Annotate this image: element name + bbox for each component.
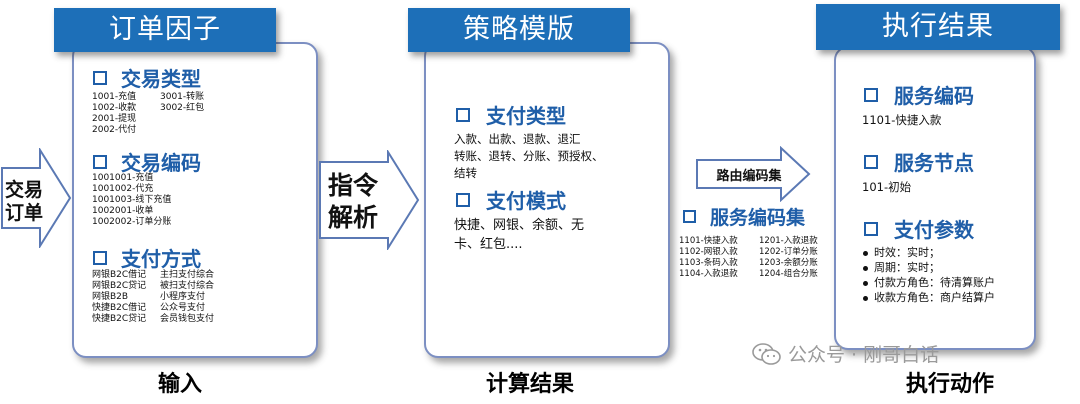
section-transaction-type: 交易类型 bbox=[93, 63, 201, 92]
list-item: 1001003-线下充值 bbox=[92, 195, 172, 205]
list-item: 收款方角色：商户结算户 bbox=[863, 290, 995, 305]
list-item: 1201-入款退款 bbox=[759, 236, 818, 246]
list-item: 会员钱包支付 bbox=[160, 314, 215, 324]
route-arrow bbox=[696, 146, 811, 202]
list-item: 1002001-收单 bbox=[92, 206, 154, 216]
list-item: 付款方角色：待清算账户 bbox=[863, 275, 995, 290]
section-title: 支付类型 bbox=[486, 104, 566, 128]
list-item: 1204-组合分账 bbox=[759, 269, 818, 279]
list-item: 网银B2C贷记 bbox=[92, 281, 147, 291]
text-line: 入款、出款、退款、退汇 bbox=[454, 132, 581, 146]
list-item: 快捷B2C贷记 bbox=[92, 314, 147, 324]
list-item: 公众号支付 bbox=[160, 303, 206, 313]
checkbox-square-icon bbox=[683, 210, 696, 223]
section-payment-type: 支付类型 bbox=[456, 100, 566, 129]
list-item: 1002002-订单分账 bbox=[92, 217, 172, 227]
text-line: 卡、红包.... bbox=[454, 237, 523, 252]
section-payment-params: 支付参数 bbox=[864, 214, 974, 243]
exec-panel-header: 执行结果 bbox=[816, 4, 1060, 50]
order-arrow-label: 交易 订单 bbox=[4, 179, 43, 224]
text-line: 转账、退转、分账、预授权、 bbox=[454, 149, 604, 163]
list-item: 被扫支付综合 bbox=[160, 281, 215, 291]
section-service-code: 服务编码 bbox=[864, 80, 974, 109]
list-item: 1001-充值 bbox=[92, 92, 137, 102]
checkbox-square-icon bbox=[93, 250, 107, 265]
service-code-set-list: 1101-快捷入款 1201-入款退款 1102-网银入款 1202-订单分账 … bbox=[679, 236, 833, 280]
route-arrow-label: 路由编码集 bbox=[716, 169, 782, 184]
checkbox-square-icon bbox=[864, 87, 878, 102]
payment-method-list: 网银B2C借记 主扫支付综合 网银B2C贷记 被扫支付综合 网银B2B 小程序支… bbox=[92, 270, 240, 325]
input-caption: 输入 bbox=[157, 372, 202, 397]
list-item: 1001001-充值 bbox=[92, 173, 154, 183]
exec-caption: 执行动作 bbox=[905, 372, 994, 397]
watermark-text: 公众号 · 刚哥白话 bbox=[788, 344, 940, 366]
list-item: 1202-订单分账 bbox=[759, 247, 818, 257]
list-item: 小程序支付 bbox=[160, 292, 206, 302]
list-item: 时效：实时； bbox=[863, 245, 995, 260]
checkbox-square-icon bbox=[864, 154, 878, 169]
text-line: 快捷、网银、余额、无 bbox=[454, 218, 585, 233]
list-item: 1203-余额分账 bbox=[759, 258, 818, 268]
transaction-code-list: 1001001-充值 1001002-代充 1001003-线下充值 10020… bbox=[92, 173, 171, 228]
input-panel bbox=[72, 42, 318, 358]
list-item: 1001002-代充 bbox=[92, 184, 154, 194]
payment-mode-lines: 快捷、网银、余额、无 卡、红包.... bbox=[454, 216, 584, 254]
service-node-value: 101-初始 bbox=[862, 180, 912, 194]
parse-arrow-label: 指令 解析 bbox=[327, 171, 378, 232]
list-item: 周期：实时； bbox=[863, 260, 995, 275]
list-item: 主扫支付综合 bbox=[160, 270, 215, 280]
parse-arrow bbox=[319, 150, 420, 250]
section-title: 支付模式 bbox=[486, 189, 566, 213]
section-title: 交易类型 bbox=[121, 67, 201, 91]
payment-type-lines: 入款、出款、退款、退汇 转账、退转、分账、预授权、 结转 bbox=[454, 131, 604, 182]
list-item: 网银B2B bbox=[92, 292, 129, 302]
section-title: 服务节点 bbox=[894, 151, 974, 175]
section-payment-mode: 支付模式 bbox=[456, 185, 566, 214]
bullet-icon bbox=[863, 265, 868, 271]
wechat-icon bbox=[752, 342, 781, 365]
list-item: 2001-提现 bbox=[92, 114, 137, 124]
bullet-icon bbox=[863, 295, 868, 301]
checkbox-square-icon bbox=[456, 192, 470, 207]
checkbox-square-icon bbox=[864, 221, 878, 236]
bullet-icon bbox=[863, 250, 868, 256]
list-item: 1102-网银入款 bbox=[679, 247, 738, 257]
checkbox-square-icon bbox=[93, 154, 107, 169]
calc-panel-header: 策略模版 bbox=[408, 8, 630, 52]
section-title: 支付方式 bbox=[121, 247, 201, 271]
list-item: 3002-红包 bbox=[160, 103, 205, 113]
section-transaction-code: 交易编码 bbox=[93, 147, 201, 176]
section-service-code-set: 服务编码集 bbox=[683, 203, 805, 230]
input-panel-header: 订单因子 bbox=[54, 8, 276, 52]
list-item: 快捷B2C借记 bbox=[92, 303, 147, 313]
section-title: 交易编码 bbox=[121, 151, 201, 175]
bullet-icon bbox=[863, 280, 868, 286]
list-item: 网银B2C借记 bbox=[92, 270, 147, 280]
list-item: 1002-收款 bbox=[92, 103, 137, 113]
order-arrow bbox=[1, 148, 72, 248]
service-code-value: 1101-快捷入款 bbox=[862, 113, 942, 127]
calc-caption: 计算结果 bbox=[485, 372, 574, 397]
text-line: 结转 bbox=[454, 166, 477, 180]
list-item: 1101-快捷入款 bbox=[679, 236, 738, 246]
transaction-type-list: 1001-充值 3001-转账 1002-收款 3002-红包 2001-提现 … bbox=[92, 92, 230, 136]
watermark: 公众号 · 刚哥白话 bbox=[752, 340, 939, 367]
list-item: 2002-代付 bbox=[92, 125, 137, 135]
list-item: 1104-入款退款 bbox=[679, 269, 738, 279]
section-title: 服务编码 bbox=[894, 84, 974, 108]
checkbox-square-icon bbox=[93, 70, 107, 85]
list-item: 1103-条码入款 bbox=[679, 258, 738, 268]
section-service-node: 服务节点 bbox=[864, 147, 974, 176]
section-title: 服务编码集 bbox=[710, 207, 806, 229]
section-payment-method: 支付方式 bbox=[93, 243, 201, 272]
checkbox-square-icon bbox=[456, 107, 470, 122]
payment-params-list: 时效：实时； 周期：实时； 付款方角色：待清算账户 收款方角色：商户结算户 bbox=[863, 245, 995, 305]
section-title: 支付参数 bbox=[894, 218, 974, 242]
list-item: 3001-转账 bbox=[160, 92, 205, 102]
